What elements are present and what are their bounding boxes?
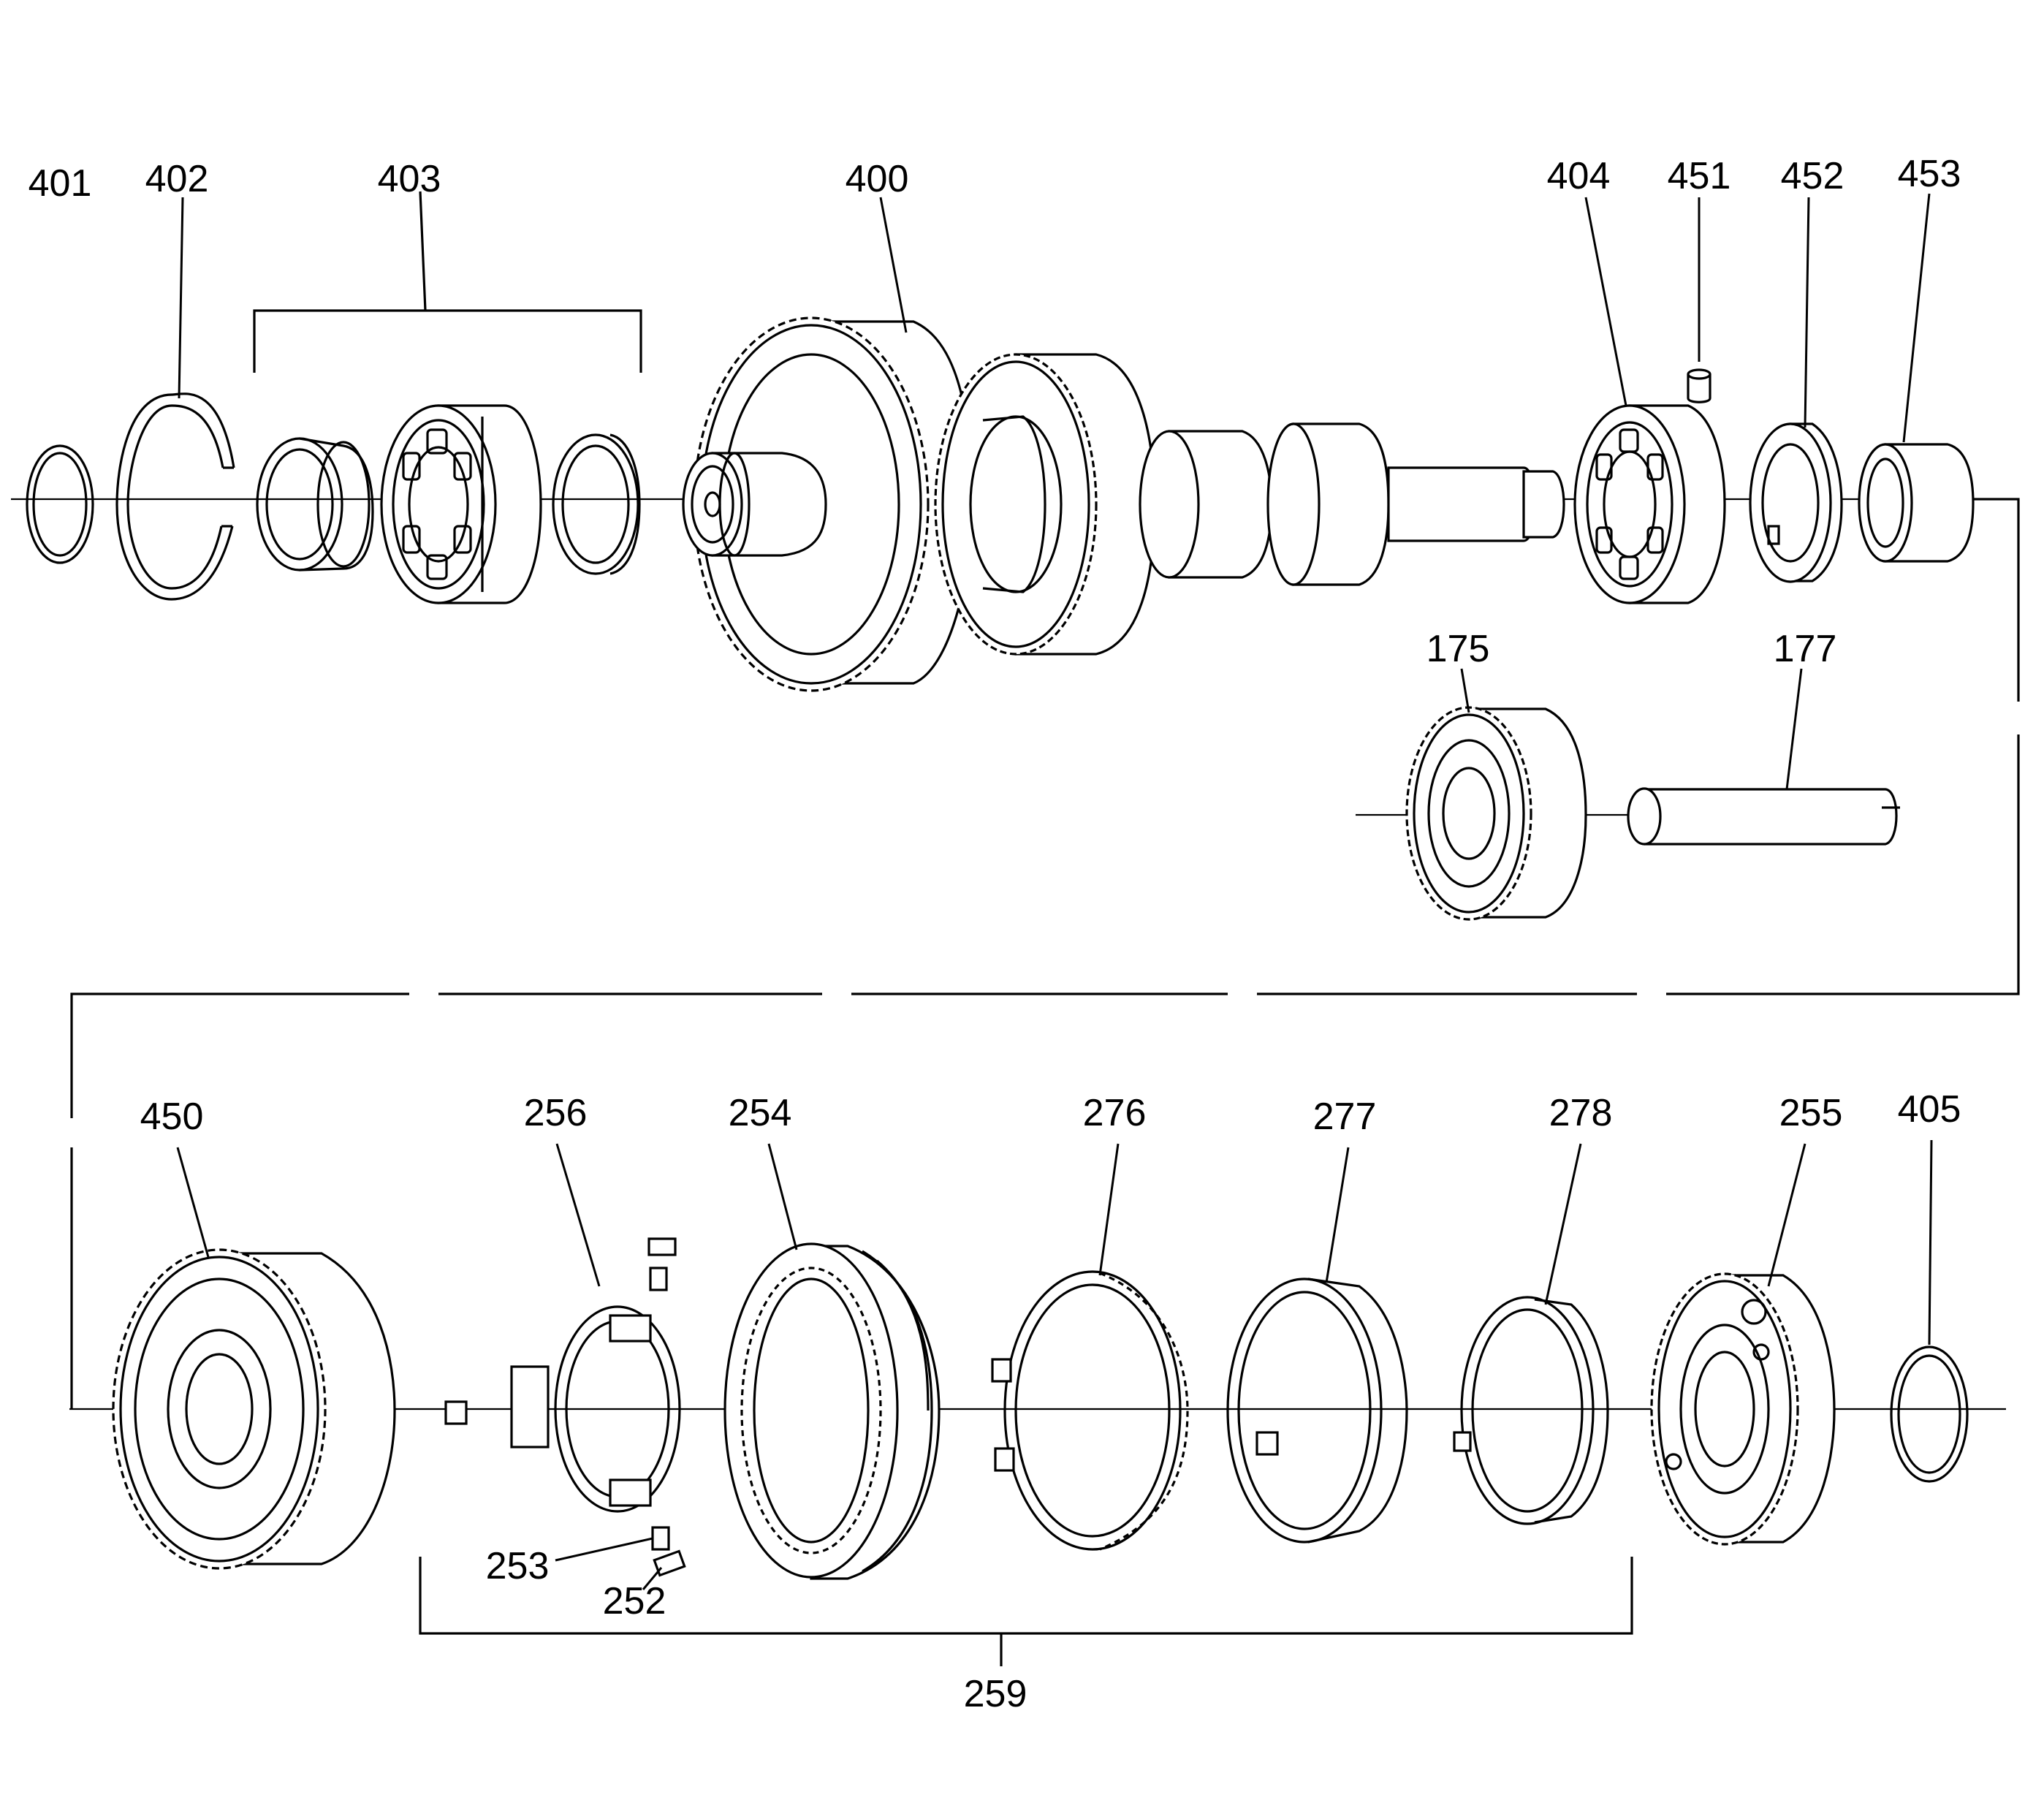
label-452: 452 <box>1781 155 1844 197</box>
part-403-bracket <box>253 191 642 373</box>
label-402: 402 <box>145 158 209 200</box>
label-401: 401 <box>29 162 92 205</box>
label-252: 252 <box>603 1580 666 1622</box>
part-252-synchronizer-key <box>647 1237 686 1577</box>
label-276: 276 <box>1083 1092 1147 1134</box>
label-450: 450 <box>140 1096 204 1138</box>
part-labels: 401 402 403 400 404 451 452 453 175 177 … <box>29 153 1961 1715</box>
part-403-thin-ring <box>552 433 641 575</box>
label-277: 277 <box>1313 1096 1377 1138</box>
part-276-blocker-ring <box>991 1270 1189 1551</box>
label-255: 255 <box>1779 1092 1843 1134</box>
label-175: 175 <box>1426 628 1490 670</box>
part-453-needle-bearing <box>1858 443 1975 563</box>
label-400: 400 <box>846 158 909 200</box>
label-403: 403 <box>378 158 441 200</box>
part-403-roller-bearing <box>380 404 542 604</box>
label-254: 254 <box>729 1092 792 1134</box>
label-405: 405 <box>1898 1088 1961 1131</box>
part-452-thrust-washer <box>1749 422 1843 583</box>
label-253: 253 <box>486 1545 550 1587</box>
part-405-snap-ring <box>1890 1345 1969 1483</box>
part-175-reverse-idler-gear <box>1405 706 1587 921</box>
routing-line <box>69 498 2021 1409</box>
part-402-snap-ring <box>115 392 235 601</box>
part-177-idler-shaft <box>1627 787 1900 846</box>
part-255-gear <box>1650 1272 1836 1546</box>
leader-lines <box>176 193 1933 1590</box>
label-278: 278 <box>1549 1092 1613 1134</box>
part-277-synchronizer-cone <box>1226 1277 1408 1544</box>
part-253-spring <box>649 1267 670 1551</box>
label-259: 259 <box>964 1673 1027 1715</box>
part-254-synchronizer-sleeve <box>723 1242 941 1580</box>
part-256-synchronizer-hub <box>444 1305 681 1513</box>
part-259-assembly-bracket <box>419 1557 1633 1666</box>
label-256: 256 <box>524 1092 588 1134</box>
part-404-bearing <box>1573 404 1726 604</box>
label-177: 177 <box>1774 628 1837 670</box>
label-453: 453 <box>1898 153 1961 195</box>
part-450-gear <box>112 1248 396 1570</box>
part-403-race <box>256 437 374 572</box>
label-451: 451 <box>1668 155 1731 197</box>
part-451-pin <box>1687 368 1711 403</box>
label-404: 404 <box>1547 155 1611 197</box>
part-400-countershaft-gear-cluster <box>682 316 1565 692</box>
part-278-inner-ring <box>1453 1296 1609 1525</box>
part-401-snap-ring <box>26 444 94 564</box>
